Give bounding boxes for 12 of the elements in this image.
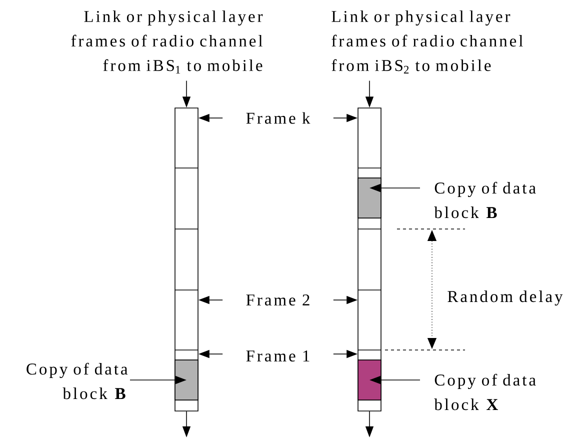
callout-text: Frame 1 [246, 350, 310, 362]
callout-text: Copy of data block B [26, 362, 128, 400]
data-block [358, 360, 382, 400]
heading-text: Link or physical layer frames of radio channel from iBS$_{1}$ to mobile [71, 10, 263, 74]
data-block [174, 360, 198, 400]
callout-text: Frame k [246, 112, 310, 124]
callout-text: Copy of data block X [434, 374, 536, 410]
data-block [358, 178, 382, 218]
dimension-label: Random delay [448, 290, 563, 306]
callout-text: Frame 2 [246, 294, 310, 306]
heading-text: Link or physical layer frames of radio channel from iBS$_{2}$ to mobile [332, 10, 523, 74]
callout-text: Copy of data block B [434, 182, 536, 218]
